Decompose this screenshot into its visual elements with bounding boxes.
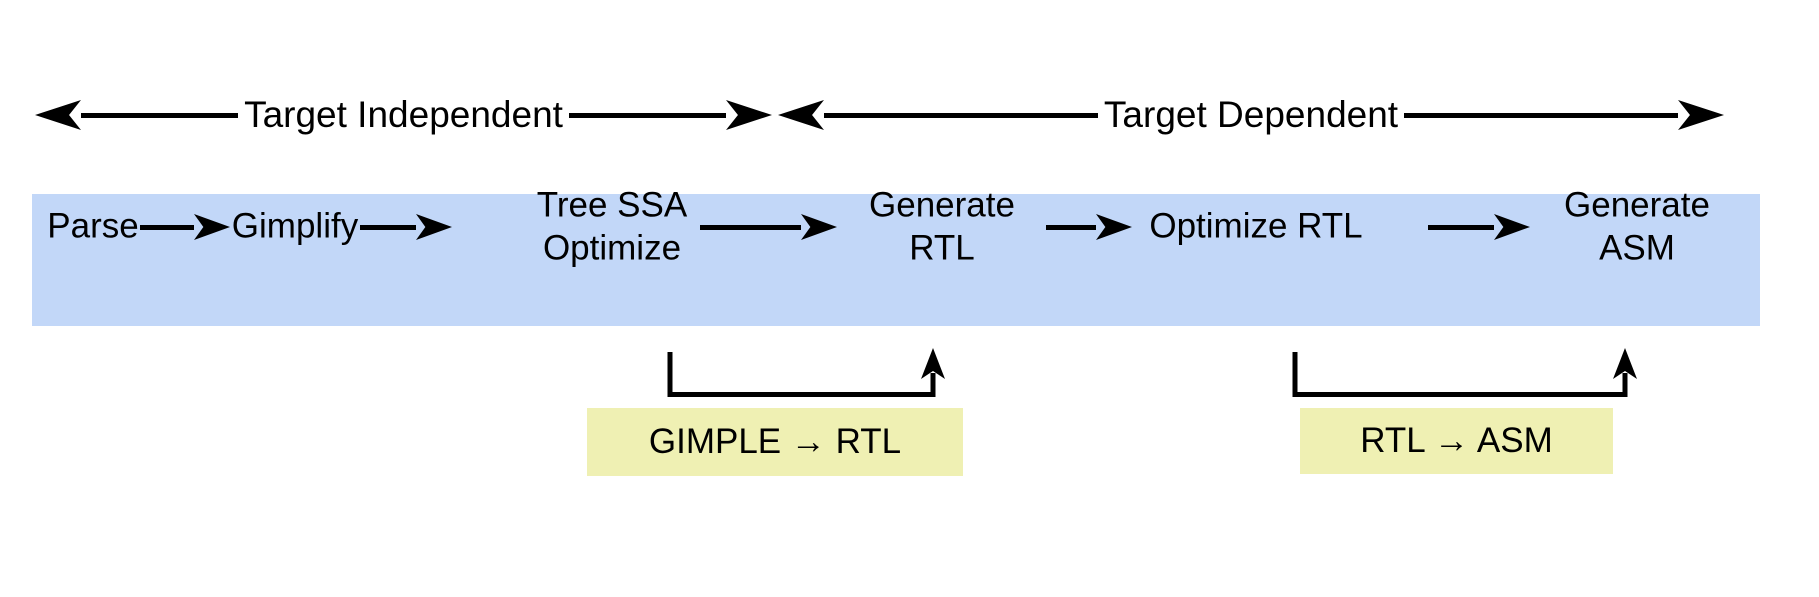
span-line xyxy=(824,112,1098,118)
target-independent-span-arrow: Target Independent xyxy=(35,93,772,137)
gimple-to-rtl-box: GIMPLE → RTL xyxy=(587,408,963,476)
target-independent-label: Target Independent xyxy=(244,94,563,135)
flow-arrow-gimplify-treessa-icon xyxy=(360,213,452,241)
rtl-to-asm-bracket-arrow-icon xyxy=(1292,348,1637,397)
arrowhead-right-icon xyxy=(1678,100,1725,130)
gimple-to-rtl-bracket-arrow-icon xyxy=(667,348,945,397)
gimple-to-rtl-label: GIMPLE → RTL xyxy=(648,422,902,461)
span-line xyxy=(568,112,726,118)
flow-arrow-parse-gimplify-icon xyxy=(140,213,230,241)
arrowhead-left-icon xyxy=(35,100,81,130)
arrowhead-right-icon xyxy=(726,100,772,130)
arrowhead-left-icon xyxy=(778,100,824,130)
stage-tree-ssa-optimize: Tree SSA Optimize xyxy=(536,185,688,267)
target-dependent-span-arrow: Target Dependent xyxy=(778,93,1725,137)
rtl-to-asm-label: RTL → ASM xyxy=(1360,421,1553,460)
span-line xyxy=(81,112,239,118)
stage-generate-rtl: Generate RTL xyxy=(869,185,1015,267)
stage-optimize-rtl: Optimize RTL xyxy=(1149,206,1363,246)
stage-gimplify: Gimplify xyxy=(231,206,359,246)
flow-arrow-optrtl-genasm-icon xyxy=(1428,213,1530,241)
flow-arrow-treessa-genrtl-icon xyxy=(700,213,837,241)
target-dependent-label: Target Dependent xyxy=(1103,94,1399,135)
rtl-to-asm-box: RTL → ASM xyxy=(1300,408,1613,474)
flow-arrow-genrtl-optrtl-icon xyxy=(1046,213,1132,241)
stage-parse: Parse xyxy=(47,206,139,246)
stage-generate-asm: Generate ASM xyxy=(1564,185,1710,267)
pipeline-band xyxy=(32,194,1760,326)
span-line xyxy=(1404,112,1679,118)
